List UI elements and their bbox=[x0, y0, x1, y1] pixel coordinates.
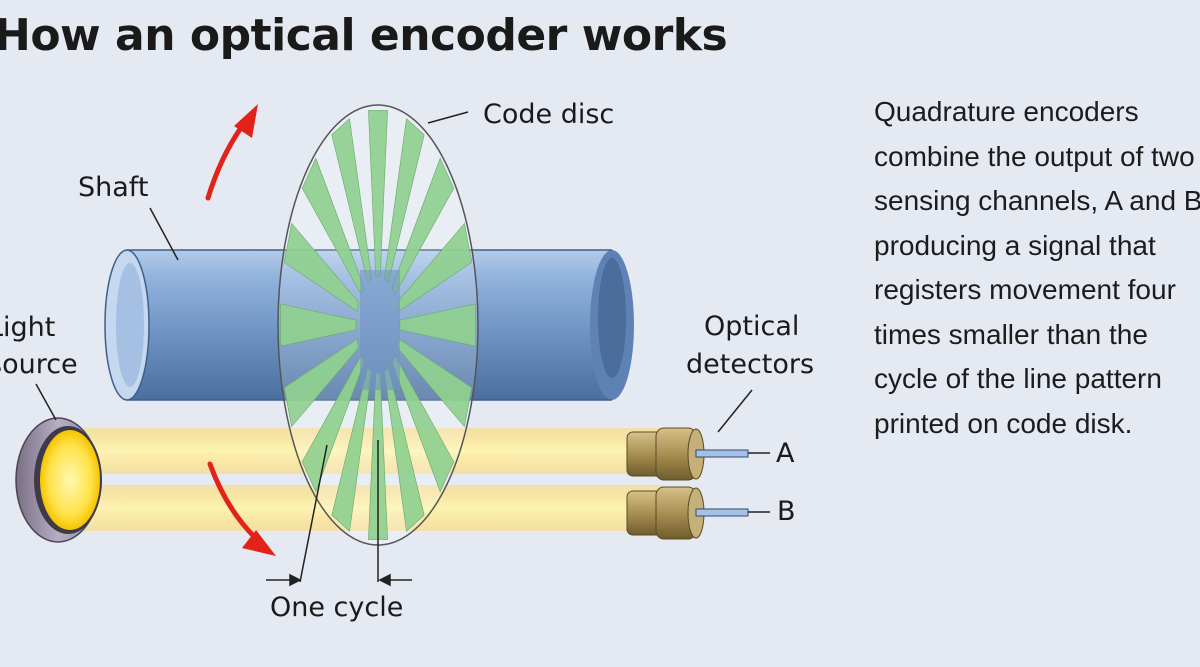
encoder-diagram: Code disc Shaft Light source Optical det… bbox=[0, 99, 814, 623]
shaft-leader bbox=[149, 207, 179, 261]
light-source-label-line1: Light bbox=[0, 312, 55, 343]
one-cycle-label: One cycle bbox=[270, 592, 403, 623]
rotation-arrow-icon bbox=[205, 104, 276, 556]
detector-icon-a bbox=[626, 427, 770, 481]
optical-detectors-label-line1: Optical bbox=[704, 311, 799, 342]
disc-segment bbox=[283, 338, 359, 428]
detector-icon-b bbox=[626, 486, 770, 540]
channel-a-label: A bbox=[776, 438, 795, 469]
shaft-label: Shaft bbox=[78, 172, 148, 203]
disc-segment bbox=[280, 303, 357, 347]
light-source-icon bbox=[15, 417, 102, 543]
detector-leader bbox=[717, 389, 753, 433]
disc-segment bbox=[283, 222, 359, 312]
one-cycle-marker bbox=[266, 440, 412, 587]
code-disc-label: Code disc bbox=[483, 99, 614, 130]
code-disc-leader bbox=[427, 111, 469, 124]
caption-text: Quadrature encoders combine the output o… bbox=[874, 96, 1200, 439]
light-source-label-line2: source bbox=[0, 349, 78, 380]
optical-detectors-label-line2: detectors bbox=[686, 349, 814, 380]
page-title: How an optical encoder works bbox=[0, 10, 728, 61]
light-beam-b bbox=[62, 485, 662, 531]
channel-b-label: B bbox=[777, 496, 796, 527]
code-disc bbox=[277, 104, 479, 546]
light-source-leader bbox=[35, 383, 57, 421]
